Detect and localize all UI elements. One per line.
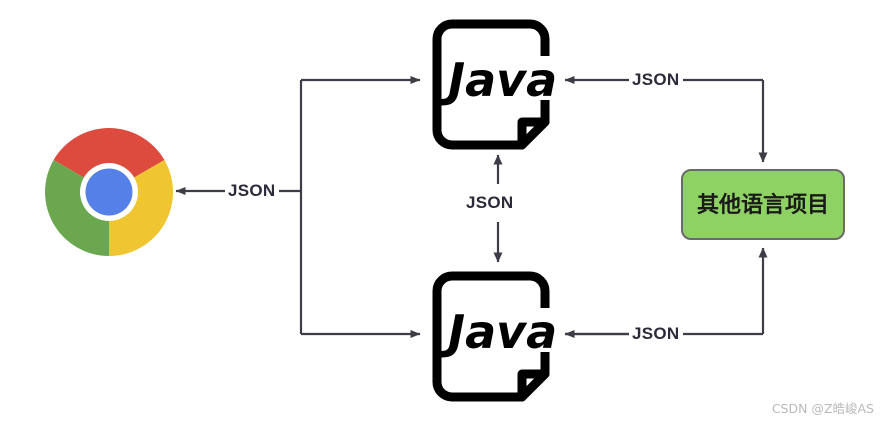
java-file-icon-top: Java — [432, 19, 561, 150]
edge-label-json-chrome: JSON — [225, 182, 279, 200]
edge-java-bottom-to-other-lang — [564, 247, 768, 338]
edge-label-json-middle: JSON — [463, 194, 517, 212]
chrome-browser-icon — [45, 128, 173, 256]
other-language-project-label: 其他语言项目 — [697, 192, 829, 218]
java-file-icon-bottom: Java — [432, 271, 561, 402]
edge-label-json-bottom-right: JSON — [629, 325, 683, 343]
other-language-project-box[interactable]: 其他语言项目 — [681, 169, 845, 240]
java-top-label: Java — [440, 53, 557, 107]
edge-label-json-top-right: JSON — [629, 71, 683, 89]
java-bottom-label: Java — [440, 305, 557, 359]
csdn-watermark: CSDN @Z皓峻AS — [771, 401, 874, 416]
edge-other-lang-to-java-top — [564, 76, 768, 163]
